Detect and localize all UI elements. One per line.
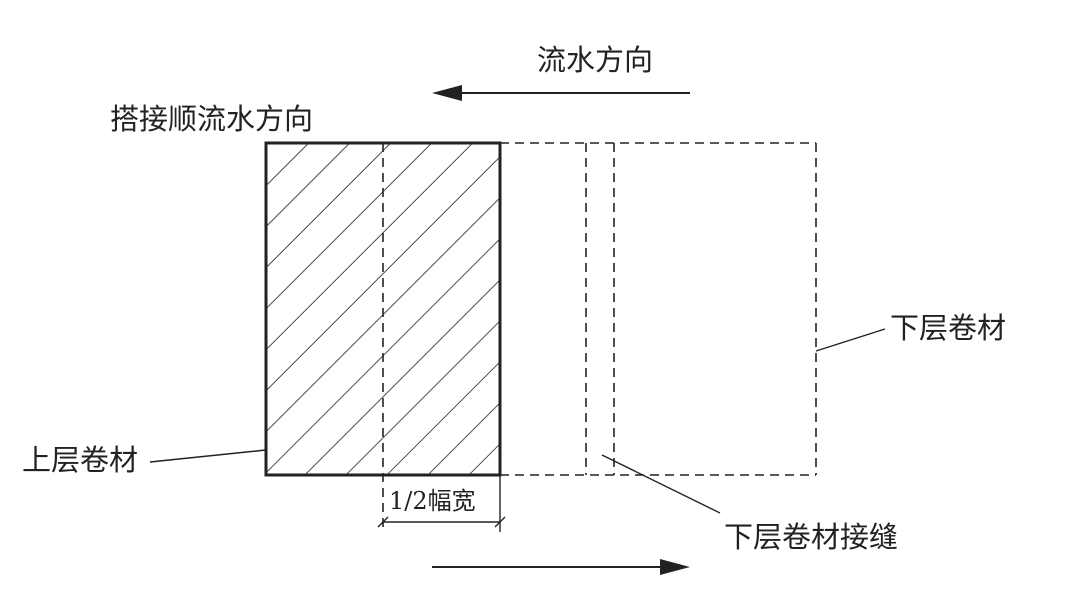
lower-seam-label: 下层卷材接缝 bbox=[724, 520, 898, 554]
upper-layer-leader bbox=[149, 449, 267, 463]
lower-layer-leader bbox=[815, 328, 886, 352]
lower-seam-leader bbox=[601, 454, 721, 514]
half-width-dimension bbox=[377, 516, 506, 528]
lower-layer-label: 下层卷材 bbox=[890, 311, 1006, 345]
upper-layer-label: 上层卷材 bbox=[22, 443, 138, 477]
lower-layer-roll-outline bbox=[500, 142, 817, 476]
bottom-direction-arrow bbox=[432, 559, 690, 575]
flow-direction-label: 流水方向 bbox=[537, 43, 653, 77]
lap-direction-label: 搭接顺流水方向 bbox=[110, 102, 313, 136]
half-width-label: 1/2幅宽 bbox=[389, 487, 476, 515]
top-flow-arrow bbox=[432, 85, 690, 101]
